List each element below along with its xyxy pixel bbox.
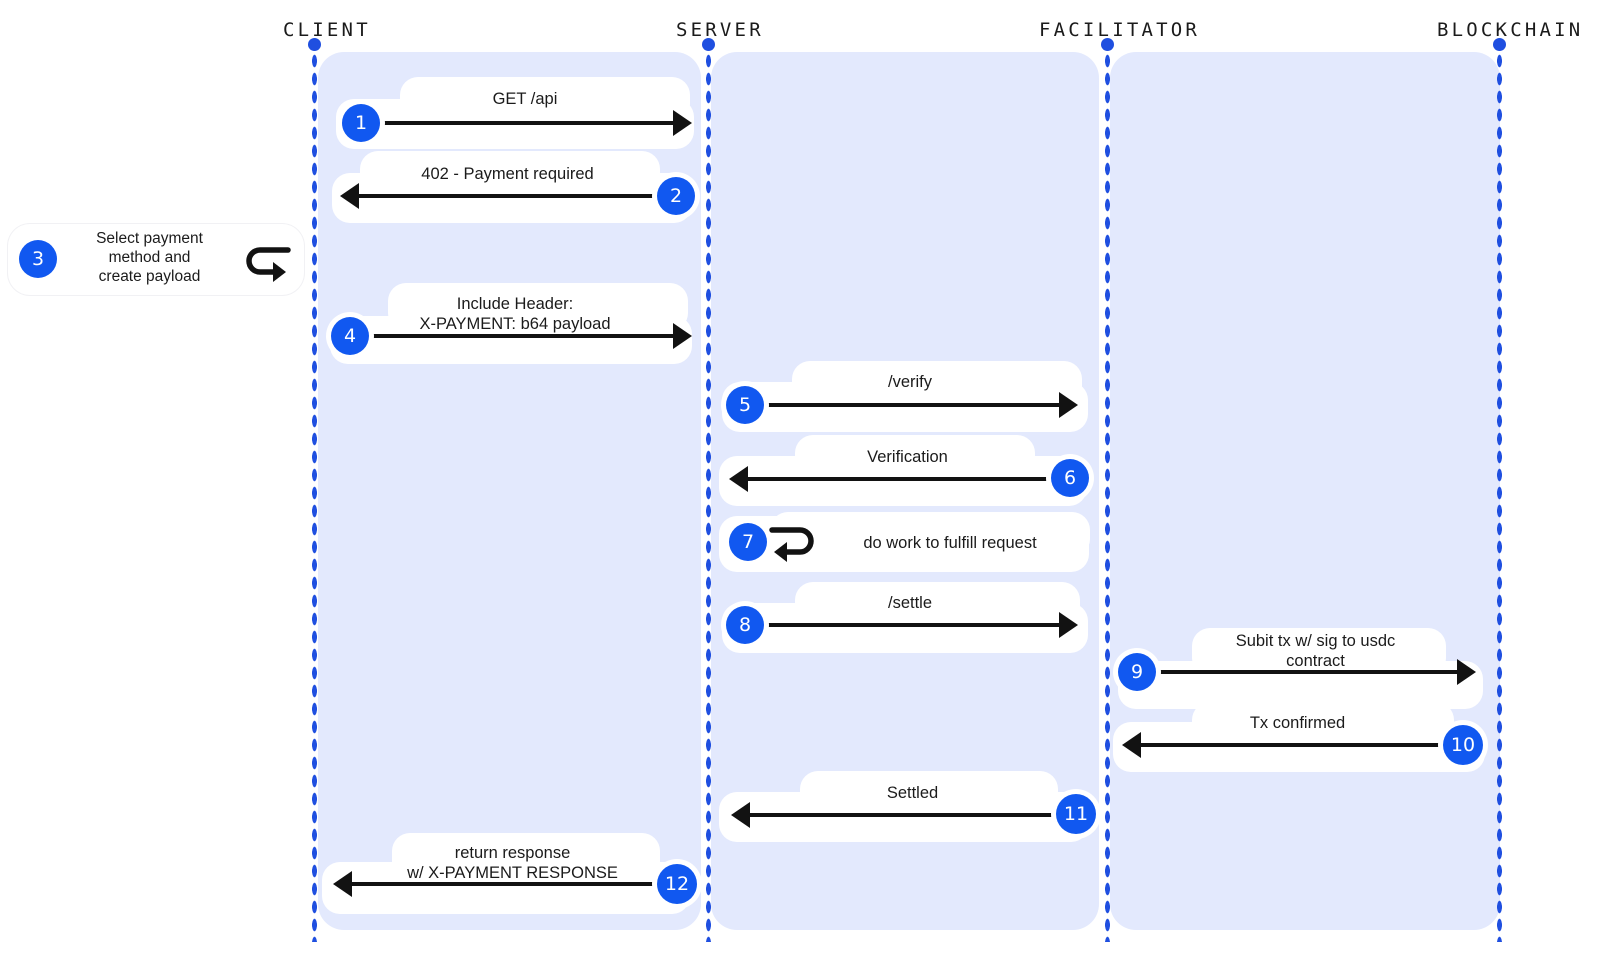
- message-12-label: return response w/ X-PAYMENT RESPONSE: [407, 844, 618, 882]
- message-6-arrow-line: [745, 477, 1055, 481]
- message-6-arrow-head: [729, 466, 748, 492]
- message-3-box: [8, 224, 304, 295]
- message-1-label: GET /api: [492, 90, 558, 108]
- message-9-arrow-line: [1150, 670, 1462, 674]
- message-4-plate: [330, 316, 692, 364]
- message-7-plate: [719, 516, 1089, 572]
- step-badge-7[interactable]: 7: [729, 523, 767, 561]
- message-4-arrow-head: [673, 323, 692, 349]
- message-5-arrow-head: [1059, 392, 1078, 418]
- message-2-label: 402 - Payment required: [421, 165, 594, 183]
- message-12-arrow-head: [333, 871, 352, 897]
- message-10-arrow-head: [1122, 732, 1141, 758]
- message-3-label: Select payment method and create payload: [96, 230, 203, 285]
- lane-facilitator: [1110, 52, 1500, 930]
- lifeline-client: [311, 52, 318, 942]
- actor-label-blockchain: BLOCKCHAIN: [1437, 19, 1584, 41]
- message-1-arrow-line: [374, 121, 678, 125]
- lifeline-facilitator: [1104, 52, 1111, 942]
- message-8-label: /settle: [887, 594, 933, 612]
- message-4-arrow-line: [364, 334, 678, 338]
- actor-label-facilitator: FACILITATOR: [1039, 19, 1201, 41]
- step-badge-12[interactable]: 12: [657, 864, 697, 904]
- message-4-label: Include Header: X-PAYMENT: b64 payload: [419, 295, 611, 333]
- step-badge-8[interactable]: 8: [726, 606, 764, 644]
- message-6-plate: [719, 456, 1087, 506]
- message-8-plate: [722, 603, 1088, 653]
- message-11-plate: [719, 792, 1089, 842]
- lifeline-head-client: [308, 38, 321, 51]
- message-11-arrow-head: [731, 802, 750, 828]
- lifeline-blockchain: [1496, 52, 1503, 942]
- self-loop-right-icon: [246, 247, 291, 282]
- message-5-plate: [722, 382, 1088, 432]
- message-12-plate: [322, 862, 690, 914]
- step-badge-4[interactable]: 4: [331, 317, 369, 355]
- step-badge-5[interactable]: 5: [726, 386, 764, 424]
- message-2-plate: [332, 173, 692, 223]
- message-5-label: /verify: [887, 373, 932, 391]
- message-8-arrow-line: [762, 623, 1062, 627]
- actor-label-client: CLIENT: [283, 19, 371, 41]
- lifeline-head-blockchain: [1493, 38, 1506, 51]
- message-11-label: Settled: [886, 784, 939, 802]
- message-7-label: do work to fulfill request: [863, 534, 1037, 552]
- actor-label-server: SERVER: [676, 19, 764, 41]
- message-9-label: Subit tx w/ sig to usdc contract: [1235, 632, 1396, 670]
- message-2-arrow-head: [340, 183, 359, 209]
- lifeline-head-server: [702, 38, 715, 51]
- message-11-arrow-line: [748, 813, 1060, 817]
- message-9-plate: [1118, 661, 1483, 709]
- step-badge-6[interactable]: 6: [1051, 459, 1089, 497]
- step-badge-3[interactable]: 3: [19, 240, 57, 278]
- message-10-label: Tx confirmed: [1249, 714, 1346, 732]
- step-badge-9[interactable]: 9: [1118, 653, 1156, 691]
- message-10-arrow-line: [1140, 743, 1450, 747]
- message-8-arrow-head: [1059, 612, 1078, 638]
- step-badge-10[interactable]: 10: [1443, 725, 1483, 765]
- message-1-arrow-head: [673, 110, 692, 136]
- message-2-arrow-line: [355, 194, 665, 198]
- message-12-arrow-line: [352, 882, 672, 886]
- lifeline-head-facilitator: [1101, 38, 1114, 51]
- lifeline-server: [705, 52, 712, 942]
- step-badge-2[interactable]: 2: [657, 177, 695, 215]
- message-6-label: Verification: [867, 448, 948, 466]
- message-5-arrow-line: [762, 403, 1062, 407]
- message-9-arrow-head: [1457, 659, 1476, 685]
- self-loop-left-icon: [769, 527, 814, 562]
- step-badge-1[interactable]: 1: [342, 104, 380, 142]
- message-10-plate: [1113, 722, 1485, 772]
- step-badge-11[interactable]: 11: [1056, 794, 1096, 834]
